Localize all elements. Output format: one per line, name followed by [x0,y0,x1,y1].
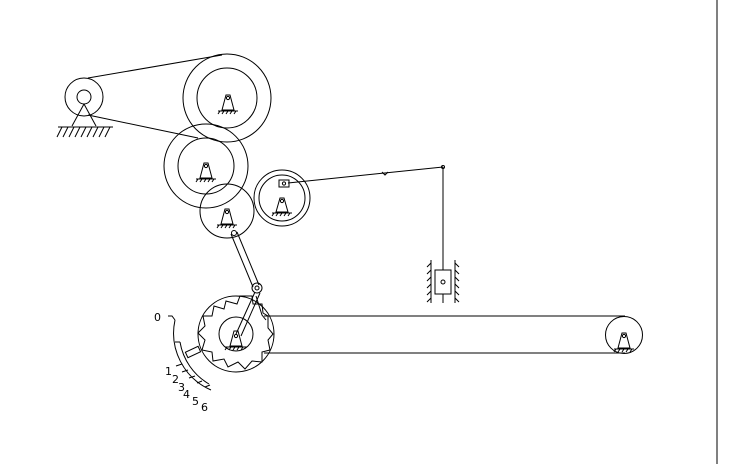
index-label-0: 0 [154,311,161,324]
index-label-6: 6 [201,401,208,414]
cam-gear [253,169,311,227]
ratchet-wheel [197,295,275,373]
conveyor-belt [264,315,643,354]
index-label-4: 4 [183,388,190,401]
index-label-1: 1 [165,365,172,378]
vertical-slider [426,260,460,303]
drive-belt [87,54,223,139]
slider-linkage [287,165,445,270]
pawl-arm [235,282,267,337]
index-label-2: 2 [172,373,179,386]
large-pulley [182,53,272,143]
motor-pulley [56,77,113,138]
index-scale [168,315,212,391]
index-label-5: 5 [192,395,199,408]
middle-gear [163,123,249,209]
index-label-3: 3 [178,381,185,394]
index-labels: 0 1 2 3 4 5 6 [154,311,208,414]
coupler-rod [230,230,260,288]
crank-gear [199,183,255,239]
